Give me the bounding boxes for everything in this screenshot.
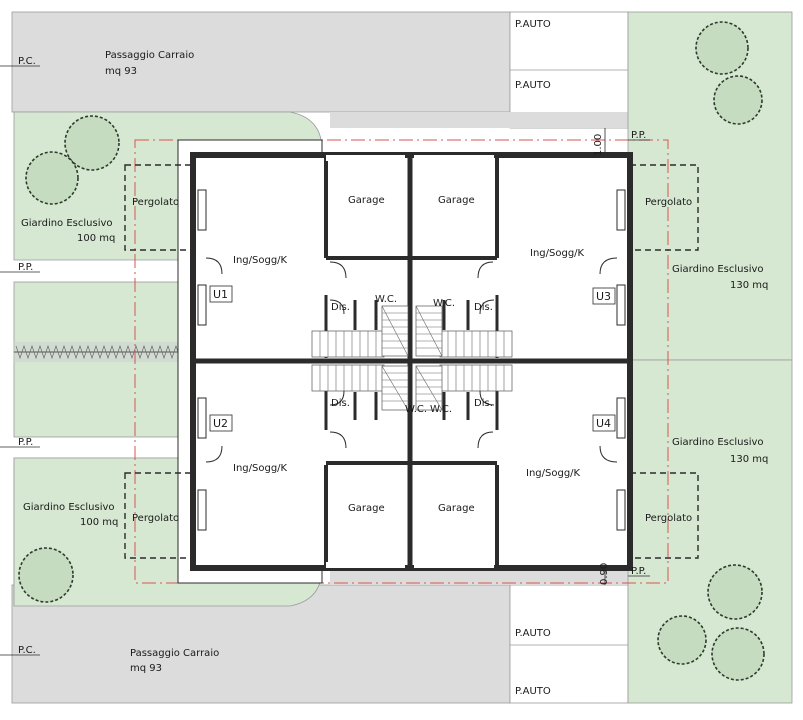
wc-label-4: W.C. [430,404,452,415]
dis-label-3: Dis. [331,398,350,409]
parking-label-4: P.AUTO [515,686,551,697]
garden-top-right-area: 130 mq [730,280,768,291]
unit-tag-u2: U2 [213,417,228,430]
driveway-top-label: Passaggio Carraio [105,50,194,61]
tree-7 [657,615,707,665]
unit-tag-u4: U4 [596,417,611,430]
trees [18,21,765,681]
garden-top-right-label: Giardino Esclusivo [672,264,764,275]
pergola-label-1: Pergolato [132,197,179,208]
tree-5 [18,547,74,603]
garden-bottom-right-label: Giardino Esclusivo [672,437,764,448]
living-label-4: Ing/Sogg/K [526,468,581,479]
dis-label-4: Dis. [474,398,493,409]
dis-label-1: Dis. [331,302,350,313]
wc-label-2: W.C. [433,298,455,309]
dimension-top: 1.00 [593,134,604,156]
hedge [14,342,193,362]
tree-1 [64,115,120,171]
wc-label-1: W.C. [375,294,397,305]
pergola-label-4: Pergolato [645,513,692,524]
tree-6 [707,564,763,620]
garage-label-1: Garage [348,195,385,206]
pc-label-bottom: P.C. [18,645,36,656]
parking-label-3: P.AUTO [515,628,551,639]
paving-right-top [330,112,628,128]
driveway-top [11,11,511,113]
garden-top-left-area: 100 mq [77,233,115,244]
pc-label-top: P.C. [18,56,36,67]
garden-top-left-label: Giardino Esclusivo [21,218,113,229]
garden-bottom-right [627,359,793,704]
pergola-label-3: Pergolato [645,197,692,208]
garage-label-4: Garage [438,503,475,514]
tree-8 [711,627,765,681]
pp-label-left-lower: P.P. [18,437,33,448]
living-label-3: Ing/Sogg/K [530,248,585,259]
pp-label-right-bottom: P.P. [631,566,646,577]
unit-tag-u1: U1 [213,288,228,301]
dimension-bottom: 0.90 [599,563,610,585]
garden-bottom-left-area: 100 mq [80,517,118,528]
driveway-bottom-label: Passaggio Carraio [130,648,219,659]
pergola-label-2: Pergolato [132,513,179,524]
pp-label-left-upper: P.P. [18,262,33,273]
living-label-1: Ing/Sogg/K [233,255,288,266]
garage-label-2: Garage [438,195,475,206]
garage-label-3: Garage [348,503,385,514]
garden-bottom-right-area: 130 mq [730,454,768,465]
parking-label-2: P.AUTO [515,80,551,91]
building [124,139,699,584]
tree-4 [713,75,763,125]
driveway-bottom-area: mq 93 [130,663,162,674]
tree-3 [695,21,749,75]
garden-bottom-left-label: Giardino Esclusivo [23,502,115,513]
property-line [134,139,669,584]
parking-label-1: P.AUTO [515,19,551,30]
wc-label-3: W.C. [405,404,427,415]
pp-label-right-top: P.P. [631,130,646,141]
living-label-2: Ing/Sogg/K [233,463,288,474]
dis-label-2: Dis. [474,302,493,313]
tree-2 [25,151,79,205]
unit-tag-u3: U3 [596,290,611,303]
driveway-top-area: mq 93 [105,66,137,77]
